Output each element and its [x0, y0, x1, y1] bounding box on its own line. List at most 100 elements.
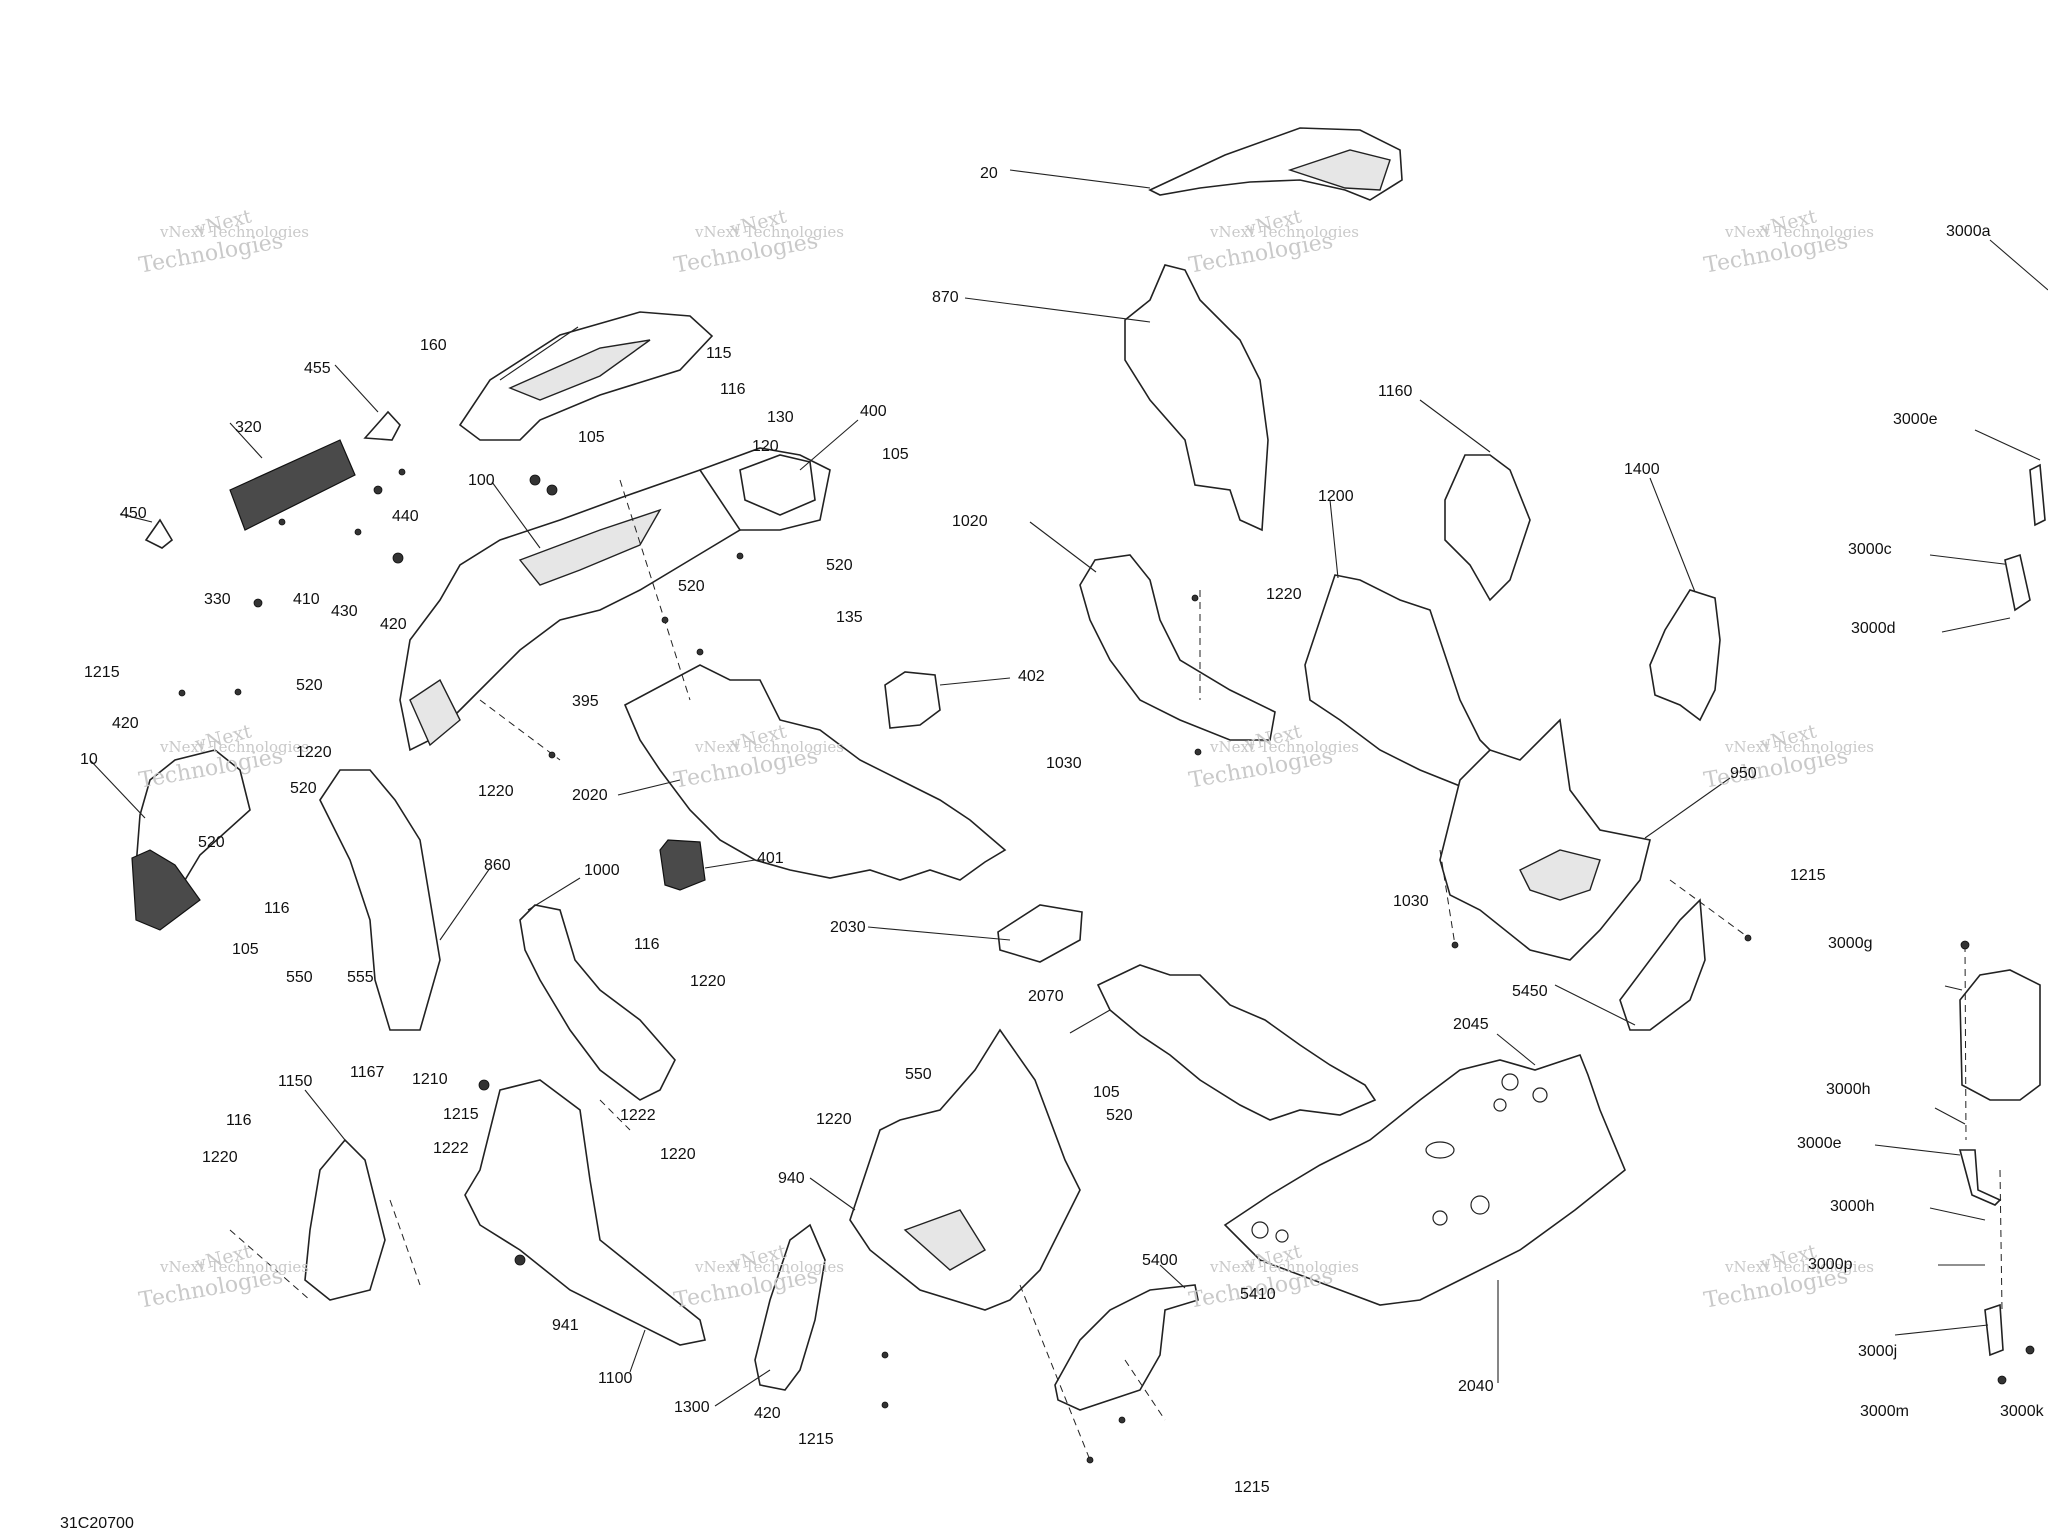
callout-870: 870: [932, 289, 959, 306]
part-320-grille: [229, 422, 356, 531]
callout-3000d: 3000d: [1851, 620, 1896, 637]
callout-402: 402: [1018, 668, 1045, 685]
part-450-tab: [119, 513, 174, 549]
callout-1222: 1222: [620, 1107, 656, 1124]
callout-555: 555: [347, 969, 374, 986]
callout-105: 105: [882, 446, 909, 463]
callout-400: 400: [860, 403, 887, 420]
callout-450: 450: [120, 505, 147, 522]
callout-520: 520: [678, 578, 705, 595]
part-400-vent: [739, 419, 859, 516]
part-860-pillar: [319, 769, 491, 1031]
part-950-storage-bin: [1439, 718, 1731, 961]
part-5400-bracket: [1054, 1264, 1199, 1411]
callout-410: 410: [293, 591, 320, 608]
callout-1000: 1000: [584, 862, 620, 879]
callout-860: 860: [484, 857, 511, 874]
part-870-center-panel: [964, 264, 1269, 532]
callout-1220: 1220: [478, 783, 514, 800]
callout-3000g: 3000g: [1828, 935, 1873, 952]
callout-550: 550: [286, 969, 313, 986]
callout-1220: 1220: [816, 1111, 852, 1128]
callout-1160: 1160: [1378, 383, 1413, 400]
callout-1215: 1215: [1790, 867, 1826, 884]
callout-116: 116: [634, 936, 660, 953]
part-2070-gasket: [1069, 964, 1377, 1121]
callout-3000e: 3000e: [1893, 411, 1938, 428]
callout-3000e: 3000e: [1797, 1135, 1842, 1152]
part-5450-panel: [1554, 898, 1706, 1031]
part-940-console: [809, 1028, 1081, 1311]
part-1020-seat-frame: [1029, 521, 1276, 741]
part-10-fender: [89, 749, 251, 931]
callout-1300: 1300: [674, 1399, 710, 1416]
callout-520: 520: [826, 557, 853, 574]
callout-10: 10: [80, 751, 98, 768]
fasteners: [178, 468, 2035, 1464]
part-1300-post: [714, 1223, 826, 1407]
callout-1030: 1030: [1046, 755, 1082, 772]
callout-2045: 2045: [1453, 1016, 1489, 1033]
callout-3000c: 3000c: [1848, 541, 1892, 558]
callout-330: 330: [204, 591, 231, 608]
callout-130: 130: [767, 409, 794, 426]
part-2040-floor-pan: [1223, 1033, 1626, 1383]
callout-3000j: 3000j: [1858, 1343, 1898, 1360]
callout-1400: 1400: [1624, 461, 1660, 478]
callout-520: 520: [296, 677, 323, 694]
callout-1020: 1020: [952, 513, 988, 530]
callout-116: 116: [720, 381, 746, 398]
callout-401: 401: [757, 850, 784, 867]
callout-1222: 1222: [433, 1140, 469, 1157]
part-160-console-lid: [458, 311, 714, 441]
callout-3000p: 3000p: [1808, 1256, 1853, 1273]
callout-115: 115: [706, 345, 732, 362]
callout-1220: 1220: [202, 1149, 238, 1166]
callout-941: 941: [552, 1317, 579, 1334]
callout-1215: 1215: [84, 664, 120, 681]
callout-1167: 1167: [350, 1064, 385, 1081]
callout-520: 520: [290, 780, 317, 797]
callout-5410: 5410: [1240, 1286, 1276, 1303]
part-402-bracket: [884, 671, 1011, 729]
callout-20: 20: [980, 165, 998, 182]
callout-2020: 2020: [572, 787, 608, 804]
callout-160: 160: [420, 337, 447, 354]
document-id: 31C20700: [60, 1515, 134, 1532]
callout-1030: 1030: [1393, 893, 1429, 910]
callout-116: 116: [264, 900, 290, 917]
callout-430: 430: [331, 603, 358, 620]
callout-455: 455: [304, 360, 331, 377]
part-401-bracket: [659, 839, 756, 891]
callout-105: 105: [232, 941, 259, 958]
callout-105: 105: [1093, 1084, 1120, 1101]
part-1000-step: [519, 877, 676, 1101]
callout-135: 135: [836, 609, 863, 626]
part-1400-panel: [1649, 477, 1721, 722]
callout-3000a: 3000a: [1946, 223, 1991, 240]
callout-520: 520: [1106, 1107, 1133, 1124]
callout-105: 105: [578, 429, 605, 446]
callout-1200: 1200: [1318, 488, 1354, 505]
callout-520: 520: [198, 834, 225, 851]
callout-1215: 1215: [1234, 1479, 1270, 1496]
callout-420: 420: [380, 616, 407, 633]
callout-1215: 1215: [798, 1431, 834, 1448]
callout-3000h: 3000h: [1826, 1081, 1871, 1098]
callout-3000h: 3000h: [1830, 1198, 1875, 1215]
callout-1215: 1215: [443, 1106, 479, 1123]
callout-950: 950: [1730, 765, 1757, 782]
callout-2040: 2040: [1458, 1378, 1494, 1395]
callout-320: 320: [235, 419, 262, 436]
part-3000-hardware: [1874, 239, 2048, 1357]
callout-5400: 5400: [1142, 1252, 1178, 1269]
callout-1150: 1150: [278, 1073, 313, 1090]
callout-420: 420: [754, 1405, 781, 1422]
part-1160-panel: [1419, 399, 1531, 602]
assembly-lines: [229, 479, 2003, 1461]
callout-395: 395: [572, 693, 599, 710]
callout-120: 120: [752, 438, 779, 455]
part-1100-step: [464, 1079, 706, 1373]
part-2030-plate: [867, 904, 1083, 963]
callout-2070: 2070: [1028, 988, 1064, 1005]
